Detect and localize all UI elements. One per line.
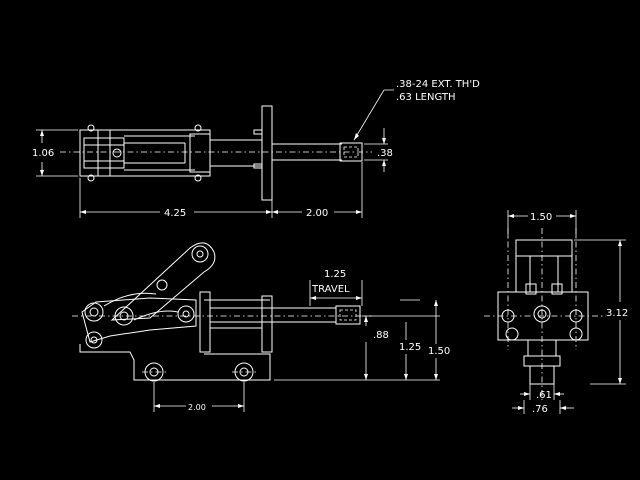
side-threaded-tip: [335, 305, 361, 325]
side-travel-value: 1.25: [324, 269, 346, 280]
top-view: 1.06 .38 .38-24 EXT. TH'D .63 LENGTH 4.2…: [32, 79, 480, 219]
end-view: 1.50 3.12 .61 .76: [484, 210, 628, 415]
top-body-length-dim: 4.25: [164, 208, 186, 219]
top-mounting-flange: [261, 105, 273, 201]
end-rod-section: [533, 305, 551, 323]
side-mounting-flange: [261, 295, 273, 353]
side-base-plate: [79, 344, 271, 381]
side-rod-height-dim: .88: [373, 330, 389, 341]
end-inner-width-dim: .61: [536, 390, 552, 401]
top-height-dim: 1.06: [32, 148, 54, 159]
end-height-dim: 3.12: [606, 308, 628, 319]
side-hole-spacing-dim: 2.00: [188, 403, 206, 412]
thread-note-line1: .38-24 EXT. TH'D: [396, 79, 480, 90]
top-pivot-block: [189, 133, 211, 173]
end-handle: [515, 239, 573, 293]
end-outer-width-dim: .76: [532, 404, 548, 415]
top-rod-dia-dim: .38: [377, 148, 393, 159]
side-spindle-height-dim: 1.25: [399, 342, 421, 353]
top-clevis: [83, 137, 125, 169]
side-overall-height-dim: 1.50: [428, 346, 450, 357]
side-travel-label: TRAVEL: [311, 284, 350, 295]
side-view: 1.25 TRAVEL .88 1.25 1.50 2.00: [72, 242, 450, 412]
side-handle-arm: [110, 242, 216, 321]
side-guide-body: [199, 291, 211, 353]
top-rod-extension-dim: 2.00: [306, 208, 328, 219]
side-handle-pivot: [191, 245, 209, 263]
end-width-dim: 1.50: [530, 212, 552, 223]
thread-note-line2: .63 LENGTH: [396, 92, 455, 103]
